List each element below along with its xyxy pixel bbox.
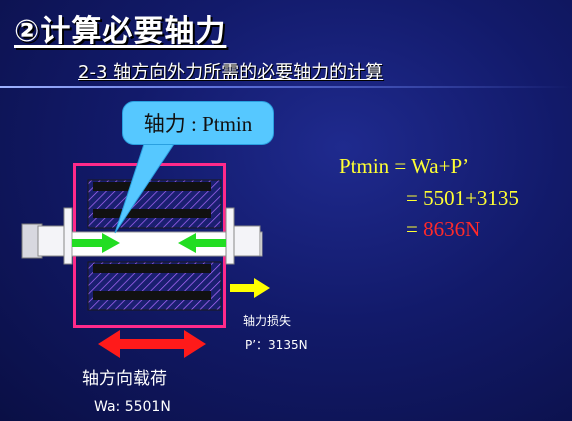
page-subtitle: 2-3 轴方向外力所需的必要轴力的计算 <box>78 62 384 83</box>
axial-force-callout: 轴力 : Ptmin <box>122 101 274 145</box>
formula-line-3: = 8636N <box>406 217 480 242</box>
axial-force-loss-label: 轴力损失 <box>243 314 292 328</box>
formula-line-1: Ptmin = Wa+P’ <box>339 154 470 178</box>
p-value-label: P’：3135N <box>245 338 308 352</box>
page-title: ②计算必要轴力 <box>14 14 227 49</box>
red-double-arrow <box>98 330 206 358</box>
title-divider <box>0 86 572 88</box>
upper-bearing <box>87 179 222 229</box>
axial-load-label: 轴方向载荷 <box>82 369 167 389</box>
green-arrow-left <box>178 233 226 253</box>
wa-value-label: Wa: 5501N <box>94 399 171 415</box>
formula-line-2: = 5501+3135 <box>406 186 519 210</box>
formula-result: 8636N <box>423 217 481 241</box>
yellow-arrow-right <box>230 278 270 298</box>
formula-equals: = <box>406 217 424 241</box>
green-arrow-right <box>72 233 120 253</box>
lower-bearing <box>87 261 222 311</box>
